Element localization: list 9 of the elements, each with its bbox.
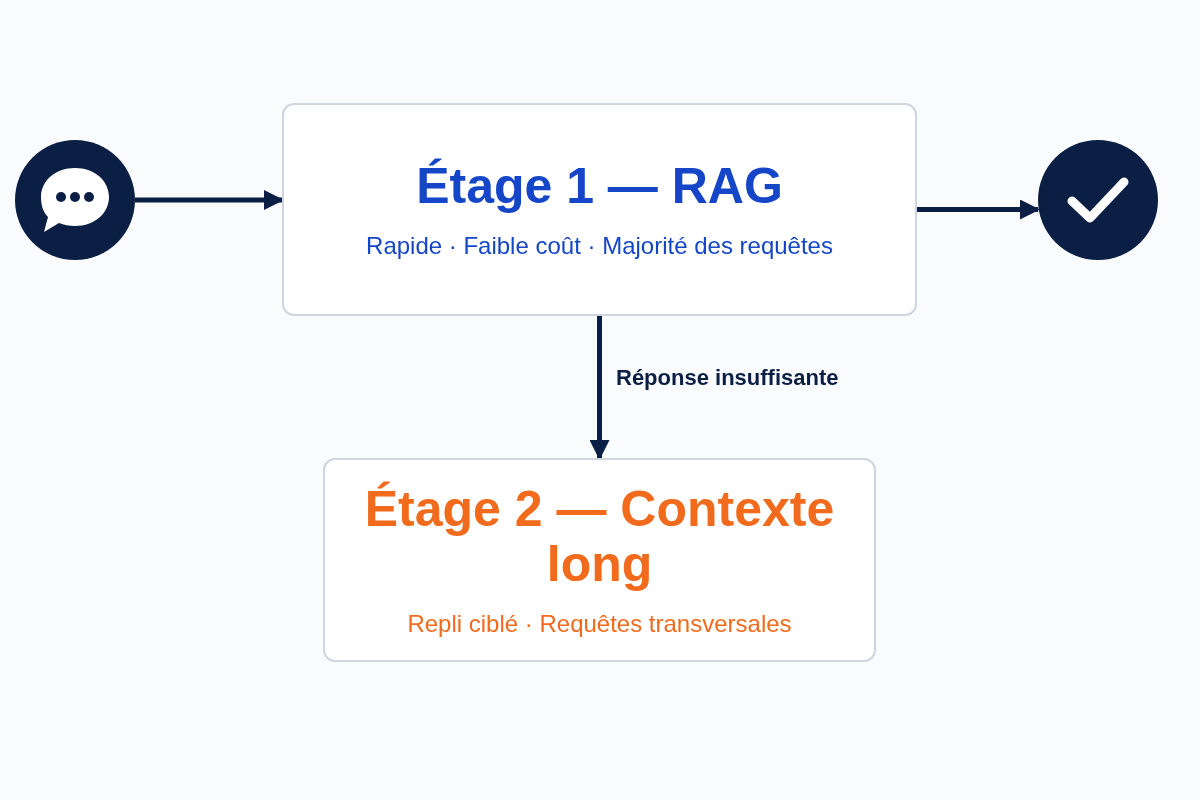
arrow xyxy=(917,199,1040,220)
stage-description: Rapide · Faible coût · Majorité des requêtes xyxy=(366,232,833,260)
stage-description: Repli ciblé · Requêtes transversales xyxy=(407,610,792,638)
arrow xyxy=(589,316,610,460)
stage-title: Étage 1 — RAG xyxy=(416,159,783,214)
arrow xyxy=(135,190,284,210)
stage-box xyxy=(323,458,876,662)
stage-title: Étage 2 — Contexte long xyxy=(363,482,836,592)
stage-box xyxy=(282,103,917,316)
